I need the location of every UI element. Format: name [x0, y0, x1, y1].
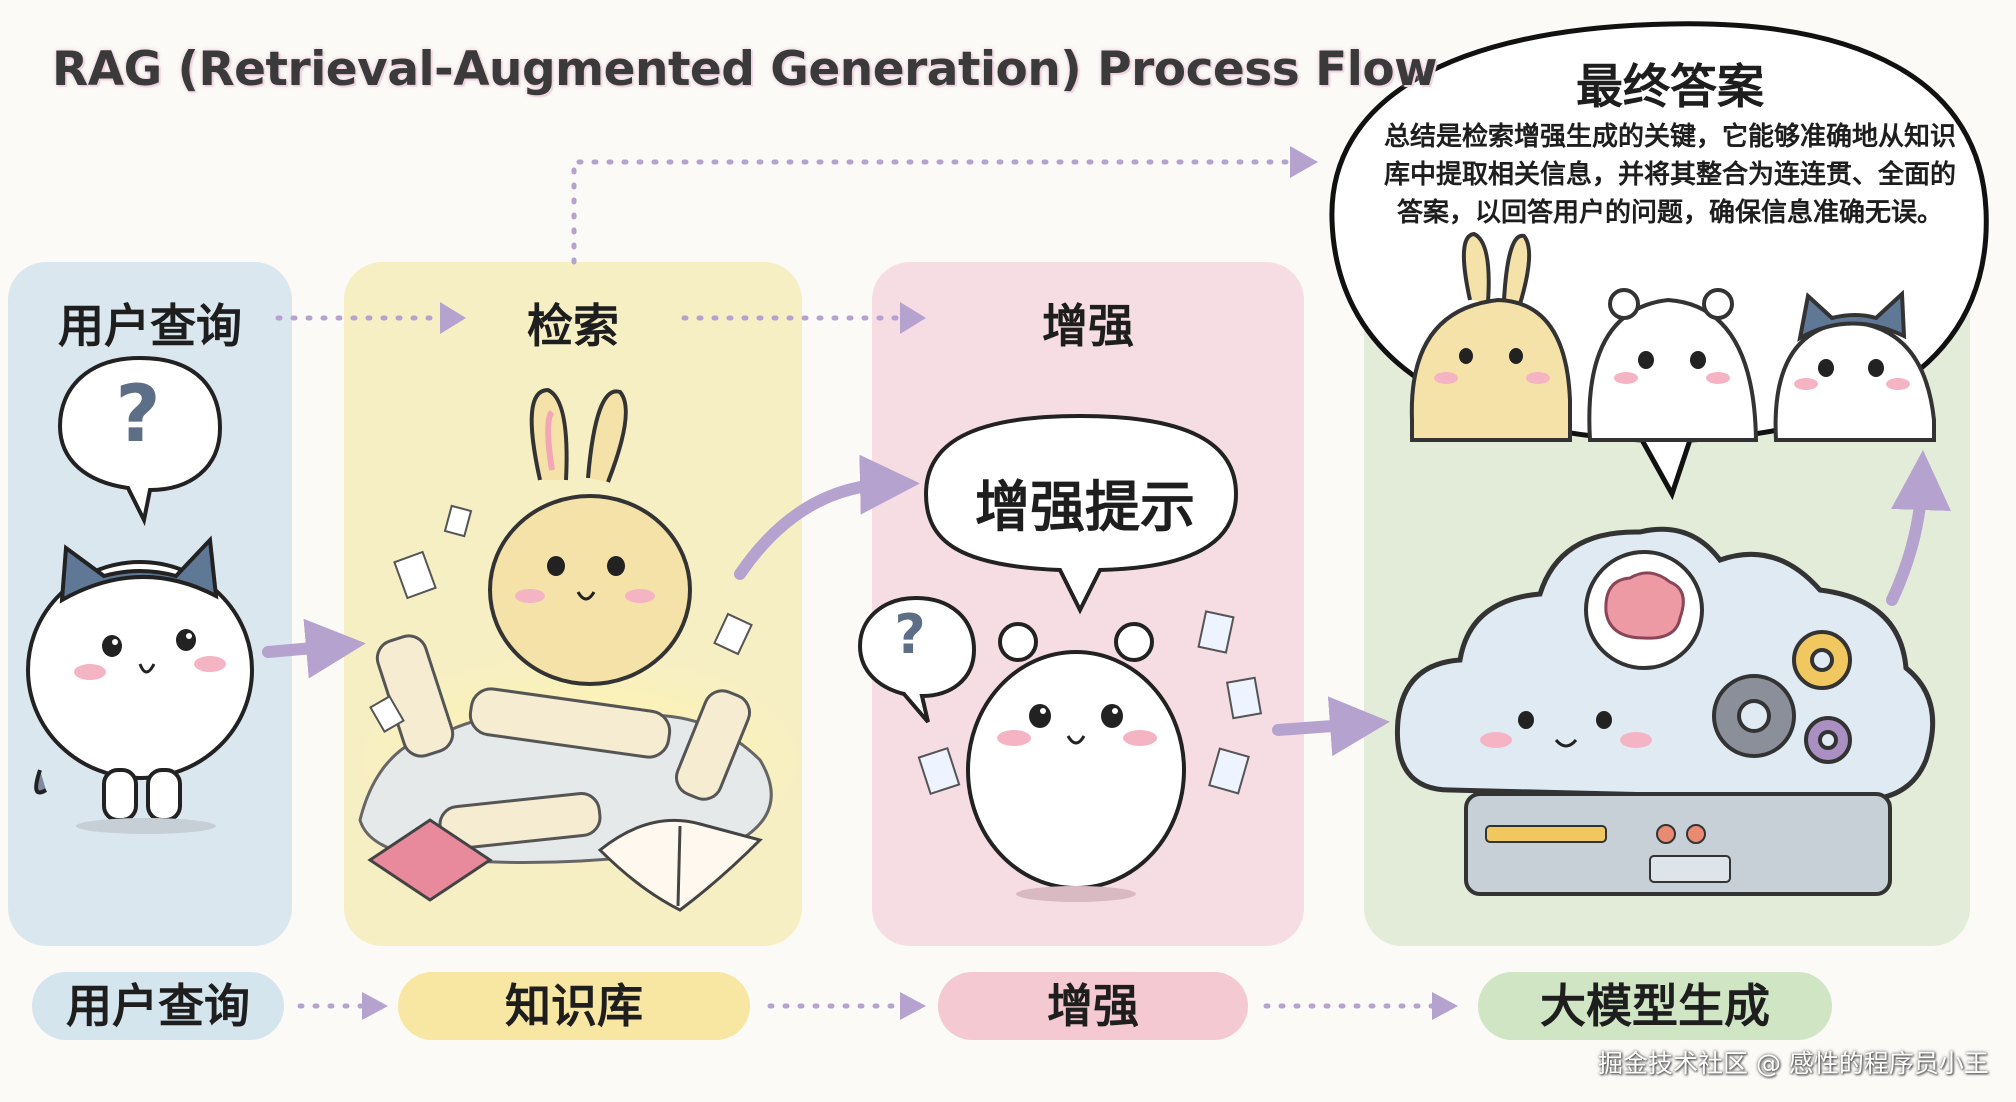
paper-scraps — [369, 504, 753, 733]
arrow-generation-to-answer — [1886, 450, 1951, 606]
dotted-arrow-retrieval-answer — [571, 159, 1299, 265]
flow-step-llm-generation: 大模型生成 — [1478, 972, 1832, 1040]
stage-title-retrieval: 检索 — [527, 299, 619, 353]
bunny-character — [488, 387, 692, 686]
question-bubble — [57, 355, 223, 527]
watermark: 掘金技术社区 @ 感性的程序员小王 — [1598, 1049, 1989, 1078]
flow-step-query: 用户查询 — [32, 972, 284, 1040]
book-icon — [367, 818, 763, 912]
cat-character — [26, 535, 254, 834]
gear-icon — [1712, 630, 1852, 764]
flow-step-knowledge-base: 知识库 — [398, 972, 750, 1040]
arrow-query-to-retrieval — [262, 618, 366, 679]
small-question-bubble — [857, 595, 977, 724]
document-icons — [917, 610, 1263, 795]
flow-step-augment: 增强 — [938, 972, 1248, 1040]
final-answer-text: 总结是检索增强生成的关键，它能够准确地从知识库中提取相关信息，并将其整合为连连贯… — [1383, 122, 1956, 228]
diagram-title: RAG (Retrieval-Augmented Generation) Pro… — [52, 42, 1438, 97]
answer-bunny-character — [1409, 231, 1572, 442]
question-icon-small: ? — [894, 603, 926, 666]
arrow-augment-to-generation — [1272, 696, 1390, 757]
bear-character — [966, 622, 1186, 902]
final-answer-title: 最终答案 — [1576, 60, 1764, 115]
prompt-speech-bubble — [923, 413, 1239, 615]
scroll-icon — [375, 634, 751, 850]
answer-cat-character — [1773, 289, 1936, 442]
question-icon: ? — [115, 370, 161, 460]
stage-title-augment: 增强 — [1042, 299, 1134, 353]
augmented-prompt-label: 增强提示 — [974, 475, 1195, 539]
brain-icon — [1584, 550, 1704, 670]
dotted-arrow-head — [440, 302, 466, 334]
arrow-retrieval-to-augment — [734, 454, 920, 580]
answer-bear-character — [1587, 288, 1759, 442]
stage-title-query: 用户查询 — [58, 299, 242, 353]
